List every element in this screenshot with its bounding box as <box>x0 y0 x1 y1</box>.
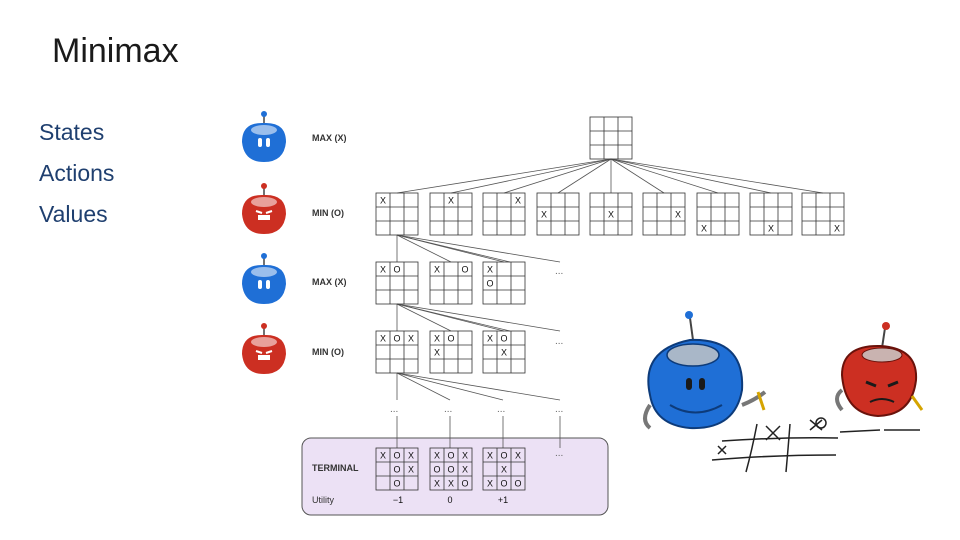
utility-label: Utility <box>312 495 334 505</box>
board-mark: X <box>408 334 414 344</box>
board-mark: O <box>393 479 400 489</box>
tree-edges <box>396 158 824 448</box>
board-mark: X <box>380 334 386 344</box>
board-mark: O <box>447 465 454 475</box>
min-robot-icon <box>242 323 286 374</box>
board-mark: X <box>462 465 468 475</box>
ellipsis-terminal: ... <box>555 448 563 459</box>
board-mark: X <box>380 451 386 461</box>
min-robot-icon <box>242 183 286 234</box>
ellipsis-a: ... <box>390 404 398 415</box>
board-mark: X <box>675 210 681 220</box>
ellipsis-c: ... <box>497 404 505 415</box>
board-mark: O <box>461 265 468 275</box>
bullet-states: States <box>39 119 105 145</box>
board-mark: O <box>447 334 454 344</box>
board-mark: O <box>393 334 400 344</box>
slide-title: Minimax <box>52 32 179 70</box>
board-mark: O <box>433 465 440 475</box>
max-robot-icon <box>242 253 286 304</box>
board-mark: X <box>408 465 414 475</box>
board-mark: O <box>461 479 468 489</box>
board-mark: X <box>768 224 774 234</box>
board-mark: X <box>448 196 454 206</box>
scribbled-tic-tac-toe-grid <box>711 417 920 473</box>
max-robot-icon <box>242 111 286 162</box>
board-mark: X <box>487 265 493 275</box>
board-mark: X <box>487 334 493 344</box>
board-mark: X <box>448 479 454 489</box>
bullet-values: Values <box>39 201 108 227</box>
terminal-label: TERMINAL <box>312 463 359 473</box>
max-robot-illustration-icon <box>643 311 767 430</box>
terminal-region <box>301 437 609 516</box>
board-mark: X <box>434 451 440 461</box>
board-mark: X <box>701 224 707 234</box>
board-mark: X <box>834 224 840 234</box>
board-level1-6: X <box>642 192 686 236</box>
board-mark: X <box>434 348 440 358</box>
board-root <box>589 116 633 160</box>
level-label-min-1: MIN (O) <box>312 208 344 218</box>
board-level1-9: X <box>801 192 845 236</box>
board-mark: O <box>393 451 400 461</box>
ellipsis-level3: ... <box>555 336 563 347</box>
board-mark: O <box>500 479 507 489</box>
board-level1-5: X <box>589 192 633 236</box>
ellipsis-level2: ... <box>555 266 563 277</box>
board-level2-3: XO <box>482 261 526 305</box>
level-label-max-1: MAX (X) <box>312 133 347 143</box>
bullet-actions: Actions <box>39 160 115 186</box>
board-mark: X <box>501 465 507 475</box>
level-label-max-2: MAX (X) <box>312 277 347 287</box>
board-mark: O <box>393 265 400 275</box>
board-level1-3: X <box>482 192 526 236</box>
board-mark: X <box>380 265 386 275</box>
robot-column <box>242 111 286 374</box>
board-level1-2: X <box>429 192 473 236</box>
ellipsis-d: ... <box>555 404 563 415</box>
min-robot-illustration-icon <box>835 322 924 418</box>
board-mark: X <box>462 451 468 461</box>
board-mark: X <box>434 479 440 489</box>
utility-value-2: 0 <box>447 495 452 505</box>
board-mark: O <box>447 451 454 461</box>
board-mark: O <box>514 479 521 489</box>
board-mark: X <box>380 196 386 206</box>
board-mark: X <box>515 451 521 461</box>
ellipsis-b: ... <box>444 404 452 415</box>
utility-value-3: +1 <box>498 495 508 505</box>
board-mark: O <box>486 279 493 289</box>
board-mark: X <box>541 210 547 220</box>
bullet-list: States Actions Values <box>39 112 114 235</box>
board-level1-7: X <box>696 192 740 236</box>
board-mark: X <box>434 334 440 344</box>
playing-robots-illustration <box>643 311 924 473</box>
board-level1-8: X <box>749 192 793 236</box>
board-level1-1: X <box>375 192 419 236</box>
board-mark: O <box>500 451 507 461</box>
board-mark: X <box>487 451 493 461</box>
board-mark: X <box>408 451 414 461</box>
board-mark: X <box>434 265 440 275</box>
board-mark: X <box>501 348 507 358</box>
board-mark: X <box>515 196 521 206</box>
level-label-min-2: MIN (O) <box>312 347 344 357</box>
board-level1-4: X <box>536 192 580 236</box>
board-mark: X <box>487 479 493 489</box>
board-mark: O <box>500 334 507 344</box>
board-mark: O <box>393 465 400 475</box>
utility-value-1: −1 <box>393 495 403 505</box>
board-mark: X <box>608 210 614 220</box>
